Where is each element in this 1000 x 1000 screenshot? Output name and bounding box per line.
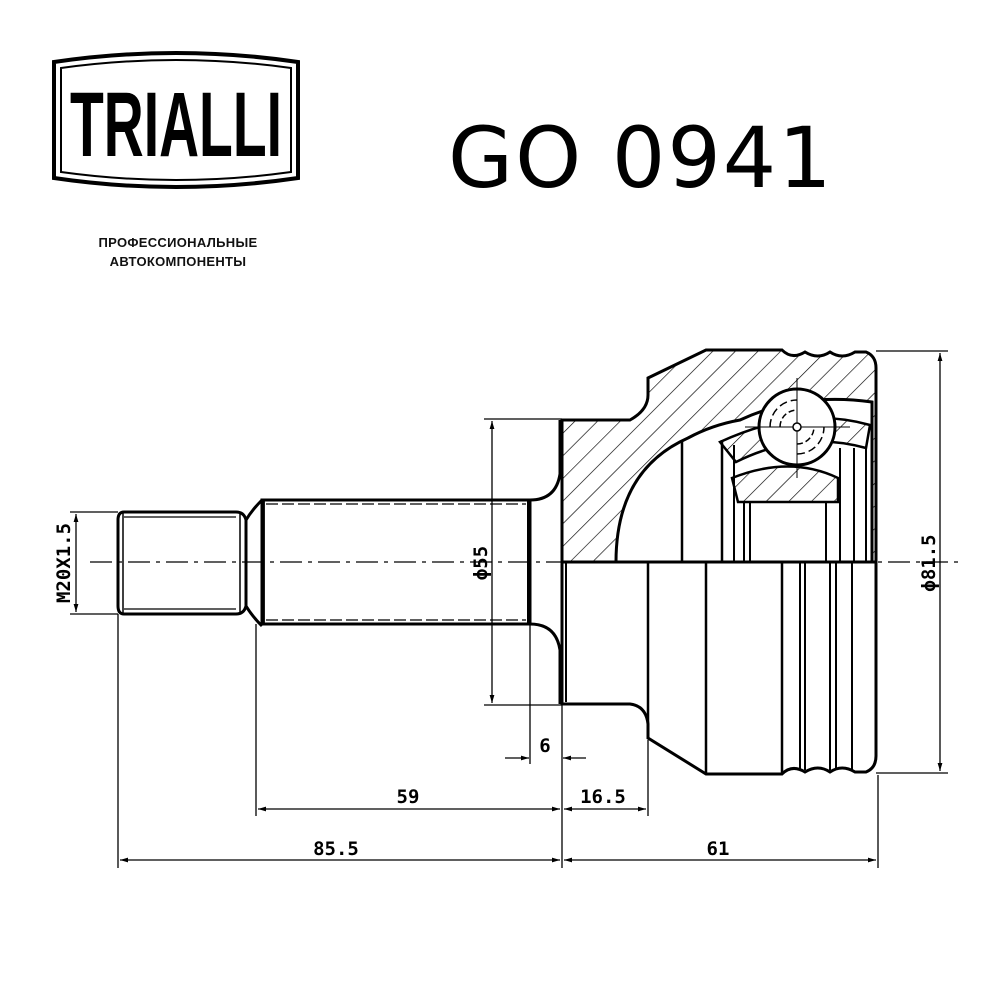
threaded-stub: [116, 498, 264, 628]
dim-shaft-length-label: 59: [397, 786, 420, 808]
dim-flange-length-label: 16.5: [580, 786, 626, 808]
dim-thread-label: M20X1.5: [53, 523, 75, 603]
brand-tagline: ПРОФЕССИОНАЛЬНЫЕ АВТОКОМПОНЕНТЫ: [60, 233, 296, 271]
brand-name: TRIALLI: [70, 74, 282, 176]
bell-housing-outline: [560, 562, 878, 776]
trialli-logo: TRIALLI: [52, 51, 300, 189]
tagline-line-2: АВТОКОМПОНЕНТЫ: [109, 254, 247, 269]
part-number: GO 0941: [448, 109, 834, 207]
bell-housing-section: [560, 348, 878, 564]
dim-body-length-label: 61: [707, 838, 730, 860]
dimension-lines: [70, 350, 948, 868]
dim-shoulder-label: 6: [539, 735, 550, 757]
dimension-labels: M20X1.5 ϕ55 ϕ81.5 6 59 16.5 85.5 61: [53, 523, 940, 860]
tagline-line-1: ПРОФЕССИОНАЛЬНЫЕ: [98, 235, 258, 250]
dim-stub-length-label: 85.5: [313, 838, 359, 860]
dim-outer-diameter-label: ϕ81.5: [918, 534, 940, 591]
dim-shaft-diameter-label: ϕ55: [470, 546, 492, 580]
